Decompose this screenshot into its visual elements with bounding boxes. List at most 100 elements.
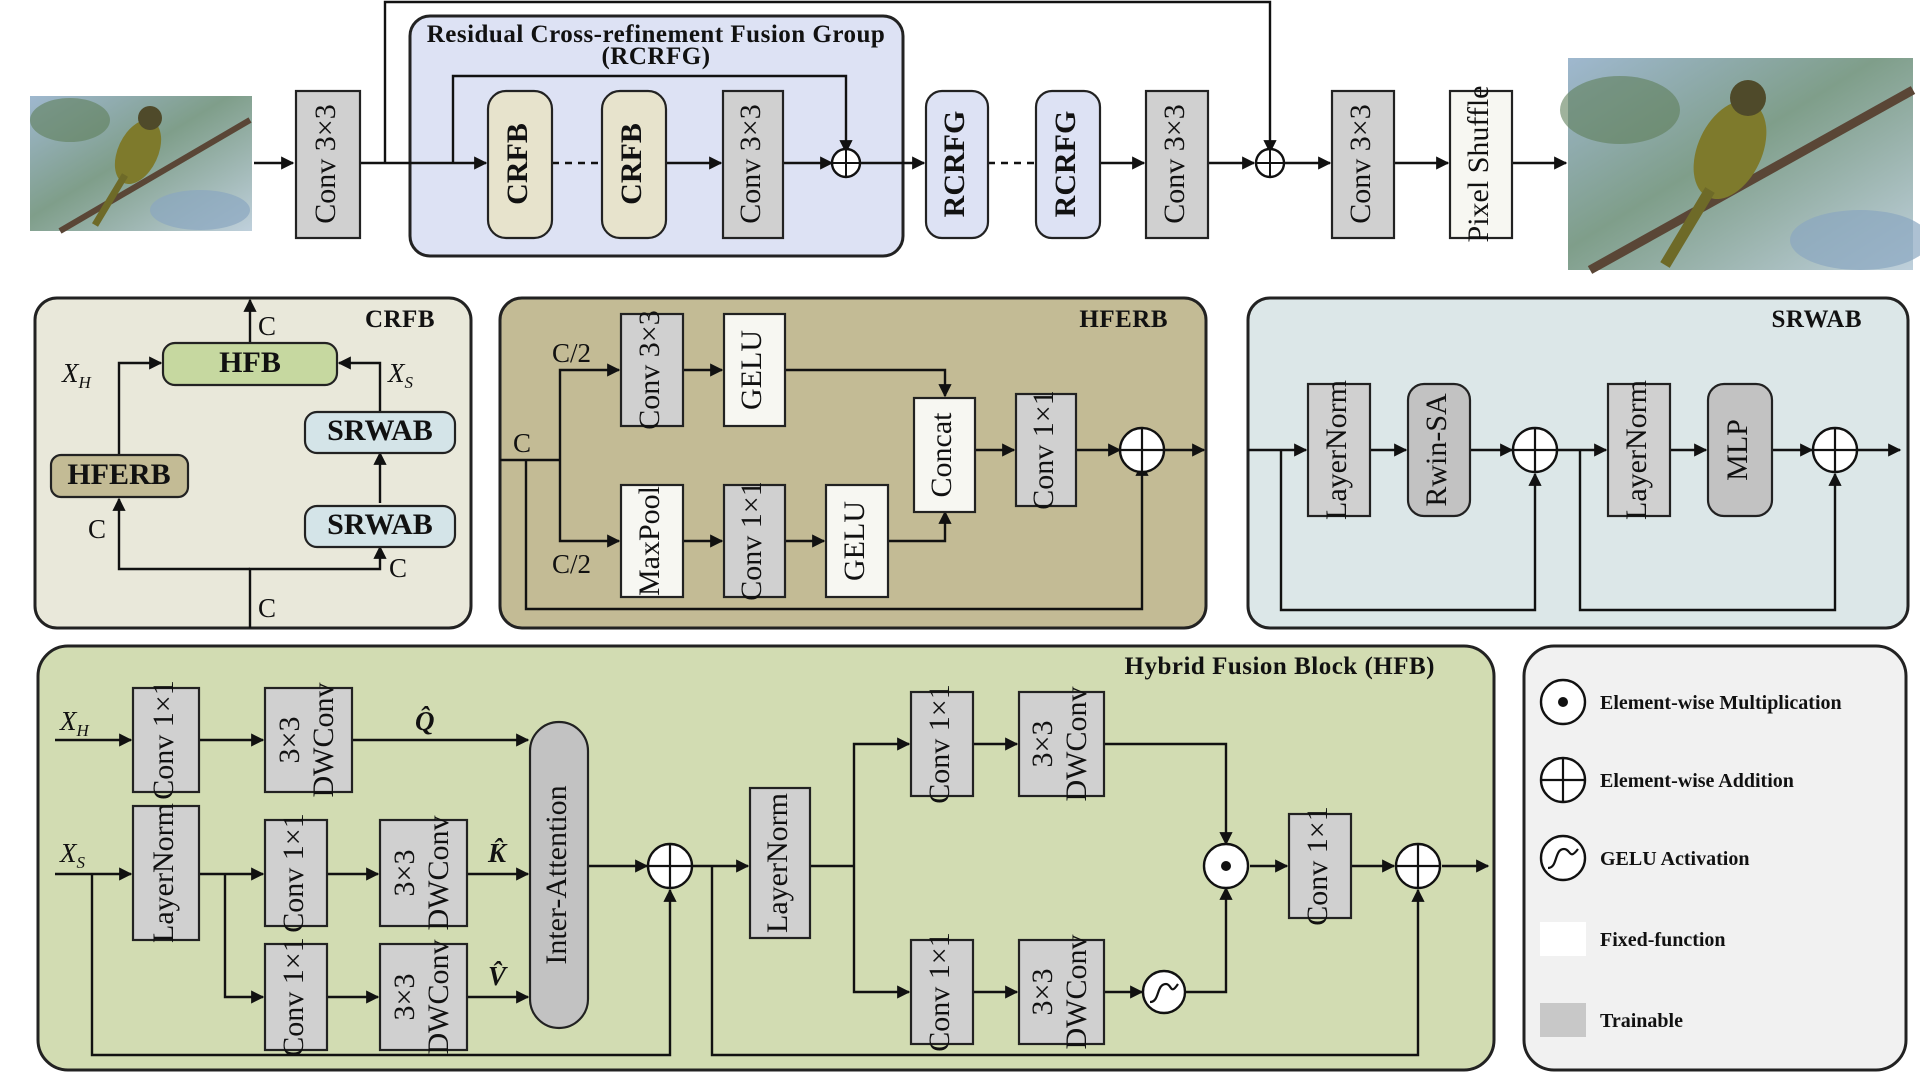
hfb-k-dwconv-block: 3×3 DWConv <box>378 816 469 931</box>
srwab-block-top: SRWAB <box>303 410 457 455</box>
svg-text:3×3: 3×3 <box>388 974 421 1021</box>
srwab-panel-title: SRWAB <box>1771 306 1862 333</box>
hfb-b-conv1-block: Conv 1×1 <box>909 932 975 1052</box>
crfb-xs-label: XS <box>387 358 414 392</box>
svg-text:3×3: 3×3 <box>388 850 421 897</box>
legend-trainable: Trainable <box>1540 1003 1683 1037</box>
svg-text:Conv 3×3: Conv 3×3 <box>633 310 666 429</box>
hfb-inter-attention-block: Inter-Attention <box>528 720 590 1030</box>
hferb-conv1-bottom-block: Conv 1×1 <box>722 481 787 601</box>
svg-text:Rwin-SA: Rwin-SA <box>1420 393 1453 507</box>
hfb-q-label: Q̂ <box>415 705 435 736</box>
add-op-icon <box>1254 147 1286 179</box>
crfb-block-1: CRFB <box>486 89 554 240</box>
crfb-c-in-label: C <box>258 593 276 623</box>
hferb-gelu-bottom-block: GELU <box>824 483 890 599</box>
svg-text:Conv 3×3: Conv 3×3 <box>1344 104 1377 223</box>
hferb-conv3-block: Conv 3×3 <box>619 310 685 430</box>
crfb-c-right-label: C <box>389 553 407 583</box>
svg-text:RCRFG: RCRFG <box>938 111 971 218</box>
svg-text:Conv 3×3: Conv 3×3 <box>734 104 767 223</box>
svg-text:3×3: 3×3 <box>273 717 306 764</box>
hfb-xh-main: X <box>59 706 78 736</box>
hfb-xh-sub: H <box>76 721 91 740</box>
hfb-xs-main: X <box>59 838 78 868</box>
crfb-block-2: CRFB <box>600 89 668 240</box>
svg-text:CRFB: CRFB <box>501 123 534 205</box>
crfb-c-out-label: C <box>258 311 276 341</box>
output-image <box>1560 58 1920 274</box>
crfb-xh-main: X <box>61 358 80 388</box>
hfb-xs-sub: S <box>77 853 86 872</box>
svg-text:Conv 1×1: Conv 1×1 <box>277 813 310 932</box>
svg-text:3×3: 3×3 <box>1026 969 1059 1016</box>
legend-panel <box>1522 644 1908 1072</box>
svg-text:DWConv: DWConv <box>422 816 455 931</box>
hfb-xh-label: XH <box>59 706 91 740</box>
svg-text:Inter-Attention: Inter-Attention <box>540 785 573 964</box>
svg-text:DWConv: DWConv <box>307 683 340 798</box>
hfb-panel-title: Hybrid Fusion Block (HFB) <box>1125 653 1435 680</box>
svg-text:MaxPool: MaxPool <box>633 486 666 596</box>
svg-text:Conv 1×1: Conv 1×1 <box>1301 806 1334 925</box>
rcrfg-title: Residual Cross-refinement Fusion Group <box>427 21 886 48</box>
crfb-xs-sub: S <box>405 373 414 392</box>
crfb-panel-title: CRFB <box>365 306 435 333</box>
hferb-c-half-top-label: C/2 <box>552 338 591 368</box>
hfb-a-dwconv-block: 3×3 DWConv <box>1017 687 1106 802</box>
svg-text:Trainable: Trainable <box>1600 1010 1683 1032</box>
srwab-layernorm-1-block: LayerNorm <box>1306 380 1372 520</box>
hfb-a-conv1-block: Conv 1×1 <box>909 684 975 804</box>
add-op-icon <box>1394 842 1442 890</box>
hferb-c-in-label: C <box>513 428 531 458</box>
svg-text:Pixel Shuffle: Pixel Shuffle <box>1462 86 1495 243</box>
rcrfg-title-sub: (RCRFG) <box>601 43 710 70</box>
conv-in-block: Conv 3×3 <box>294 89 362 240</box>
hfb-k-label: K̂ <box>487 837 508 868</box>
hfb-layernorm-mid-block: LayerNorm <box>748 786 812 940</box>
gelu-op-icon <box>1141 969 1187 1015</box>
svg-text:SRWAB: SRWAB <box>327 508 433 541</box>
svg-text:SRWAB: SRWAB <box>327 414 433 447</box>
svg-text:GELU: GELU <box>838 501 871 581</box>
hferb-maxpool-block: MaxPool <box>619 483 685 599</box>
svg-text:HFERB: HFERB <box>67 458 170 491</box>
svg-text:Conv 1×1: Conv 1×1 <box>277 937 310 1056</box>
hfb-block: HFB <box>161 341 339 387</box>
input-image <box>30 96 252 234</box>
svg-text:Element-wise Addition: Element-wise Addition <box>1600 770 1794 792</box>
crfb-c-left-label: C <box>88 514 106 544</box>
hfb-conv1-out-block: Conv 1×1 <box>1287 806 1353 926</box>
conv-mid-block: Conv 3×3 <box>1144 89 1210 240</box>
add-op-icon <box>1811 426 1859 474</box>
crfb-xh-sub: H <box>78 373 93 392</box>
legend-multiplication: Element-wise Multiplication <box>1539 678 1842 726</box>
svg-text:HFB: HFB <box>219 346 281 379</box>
pixel-shuffle-block: Pixel Shuffle <box>1448 86 1514 243</box>
svg-text:GELU: GELU <box>735 330 768 410</box>
hfb-q-conv1-block: Conv 1×1 <box>131 680 201 800</box>
rcrfg-block-1: RCRFG <box>924 89 990 240</box>
legend-gelu: GELU Activation <box>1539 834 1749 882</box>
svg-text:Conv 1×1: Conv 1×1 <box>147 680 180 799</box>
hfb-xs-label: XS <box>59 838 86 872</box>
svg-text:RCRFG: RCRFG <box>1049 111 1082 218</box>
hfb-layernorm-in-block: LayerNorm <box>131 803 201 943</box>
svg-text:3×3: 3×3 <box>1026 721 1059 768</box>
hferb-c-half-bottom-label: C/2 <box>552 549 591 579</box>
srwab-mlp-block: MLP <box>1706 382 1774 518</box>
svg-text:CRFB: CRFB <box>615 123 648 205</box>
svg-text:Concat: Concat <box>925 412 958 498</box>
srwab-rwin-sa-block: Rwin-SA <box>1406 382 1472 518</box>
svg-text:LayerNorm: LayerNorm <box>1320 380 1353 520</box>
svg-text:Conv 3×3: Conv 3×3 <box>309 104 342 223</box>
multiply-op-icon <box>1202 842 1250 890</box>
svg-text:DWConv: DWConv <box>1060 687 1093 802</box>
add-op-icon <box>1511 426 1559 474</box>
svg-text:Conv 1×1: Conv 1×1 <box>735 481 768 600</box>
srwab-block-bottom: SRWAB <box>303 504 457 549</box>
hfb-b-dwconv-block: 3×3 DWConv <box>1017 935 1106 1050</box>
add-op-icon <box>1118 426 1166 474</box>
svg-text:Element-wise Multiplication: Element-wise Multiplication <box>1600 692 1842 714</box>
